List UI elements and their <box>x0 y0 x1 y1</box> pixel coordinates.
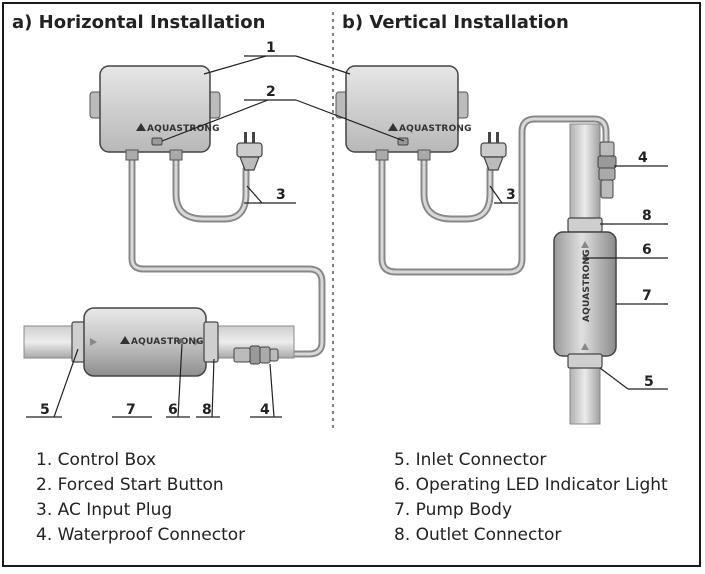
flow-arrow-icon <box>194 338 201 346</box>
brand-logo-icon <box>388 123 398 131</box>
vertical-installation: AQUASTRONG AQUASTRONG <box>295 55 668 425</box>
callout-5: 5 <box>644 374 654 390</box>
callout-1: 1 <box>266 40 276 56</box>
legend-item: 7. Pump Body <box>394 500 512 520</box>
brand-label: AQUASTRONG <box>399 124 472 134</box>
brand-label: AQUASTRONG <box>147 124 220 134</box>
forced-start-button <box>151 137 163 146</box>
inlet-hose <box>23 325 79 359</box>
ac-plug-icon <box>480 132 507 171</box>
title-horizontal: a) Horizontal Installation <box>12 12 265 33</box>
legend-item: 6. Operating LED Indicator Light <box>394 475 668 495</box>
inlet-hose <box>569 365 601 425</box>
legend-item: 1. Control Box <box>36 450 156 470</box>
control-box: AQUASTRONG <box>335 65 472 161</box>
callout-8: 8 <box>202 402 212 418</box>
led-indicator-icon <box>178 338 184 344</box>
brand-label: AQUASTRONG <box>131 337 204 347</box>
leader-lines <box>295 55 668 390</box>
legend: 1. Control Box 2. Forced Start Button 3.… <box>36 450 668 545</box>
legend-item: 3. AC Input Plug <box>36 500 172 520</box>
led-indicator-icon <box>582 255 588 261</box>
callout-6: 6 <box>168 402 178 418</box>
leader-lines <box>26 55 296 418</box>
callout-6: 6 <box>642 242 652 258</box>
control-box: AQUASTRONG <box>89 65 221 161</box>
pump-body: AQUASTRONG <box>71 307 219 377</box>
flow-arrow-icon <box>581 343 589 350</box>
callout-8: 8 <box>642 208 652 224</box>
ac-plug-icon <box>236 132 263 171</box>
callout-2: 2 <box>266 84 276 100</box>
brand-label: AQUASTRONG <box>582 249 592 322</box>
flow-arrow-icon <box>581 241 589 248</box>
callout-3: 3 <box>506 187 516 203</box>
legend-item: 2. Forced Start Button <box>36 475 224 495</box>
callout-3: 3 <box>276 187 286 203</box>
diagram-frame: a) Horizontal Installation b) Vertical I… <box>2 2 701 567</box>
horizontal-installation: AQUASTRONG AQUASTRONG <box>23 40 326 418</box>
ac-cable <box>420 150 494 223</box>
callout-7: 7 <box>642 288 652 304</box>
legend-item: 5. Inlet Connector <box>394 450 546 470</box>
legend-item: 4. Waterproof Connector <box>36 525 245 545</box>
callout-4: 4 <box>638 150 648 166</box>
title-vertical: b) Vertical Installation <box>342 12 569 33</box>
callout-5: 5 <box>40 402 50 418</box>
legend-item: 8. Outlet Connector <box>394 525 561 545</box>
outlet-connector <box>203 321 219 363</box>
brand-logo-icon <box>120 336 130 344</box>
brand-logo-icon <box>136 123 146 131</box>
callout-4: 4 <box>260 402 270 418</box>
callout-7: 7 <box>126 402 136 418</box>
installation-diagram: a) Horizontal Installation b) Vertical I… <box>12 12 668 545</box>
waterproof-connector-icon <box>233 345 279 365</box>
waterproof-connector-icon <box>597 141 617 199</box>
pump-body: AQUASTRONG <box>553 217 617 369</box>
outlet-hose <box>569 123 601 227</box>
flow-arrow-icon <box>90 338 97 346</box>
ac-cable <box>172 150 250 223</box>
outlet-connector <box>567 217 603 233</box>
inlet-connector <box>567 353 603 369</box>
